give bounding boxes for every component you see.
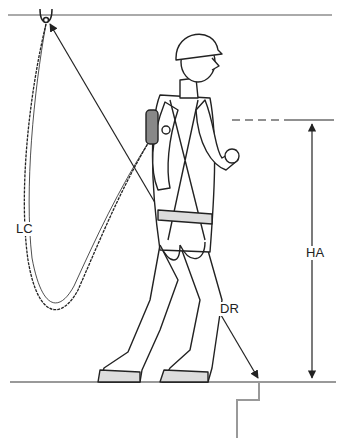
ceiling-line (8, 14, 332, 16)
anchor-point (40, 9, 52, 23)
lanyard-rope (24, 24, 150, 310)
fall-distance-label: DR (218, 302, 241, 316)
clearance-height-label: HA (304, 246, 326, 260)
dimension-line (290, 119, 334, 120)
lanyard-rope (29, 24, 150, 303)
worker-figure (98, 34, 239, 382)
dimension-line (232, 119, 290, 120)
lanyard-length-label: LC (14, 222, 35, 236)
floor-edge (10, 382, 336, 438)
